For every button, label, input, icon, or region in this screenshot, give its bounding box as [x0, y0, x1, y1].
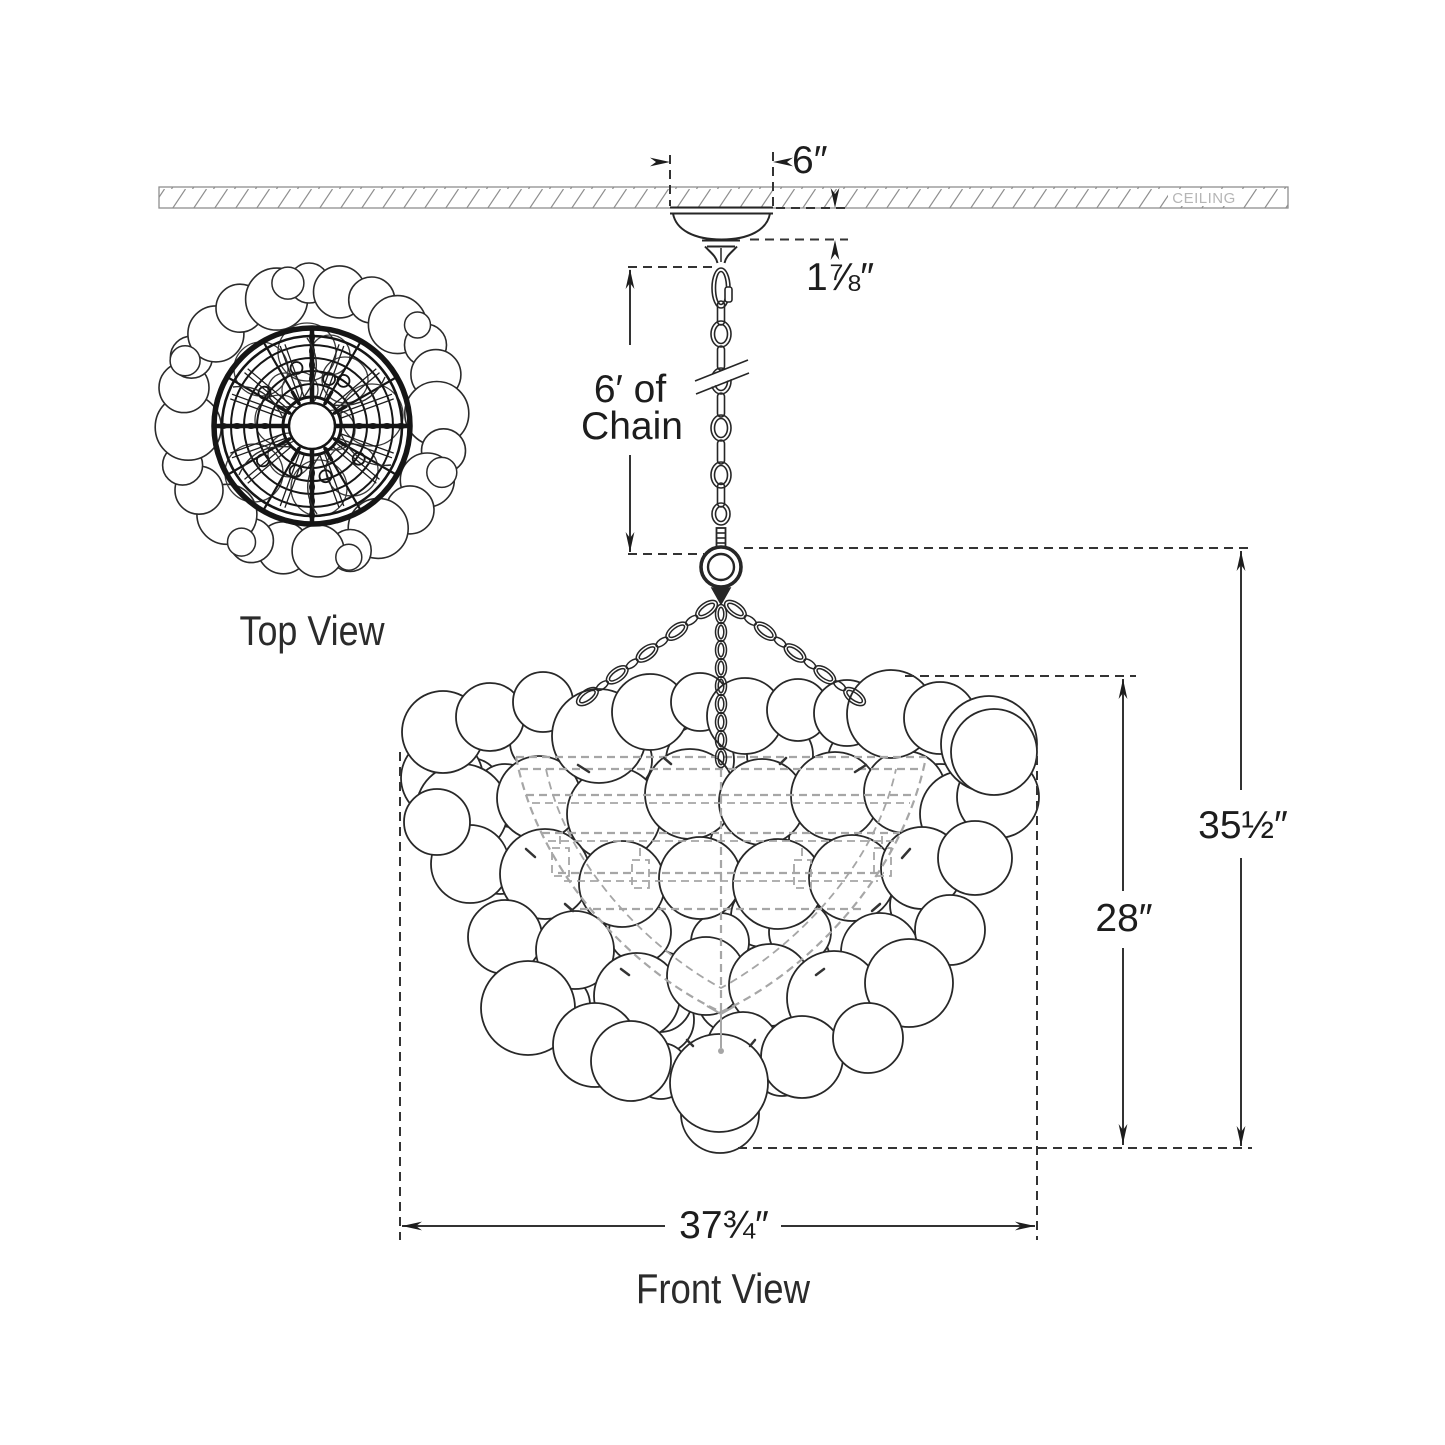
svg-text:CEILING: CEILING [1172, 190, 1236, 207]
svg-text:6″: 6″ [792, 139, 828, 182]
svg-text:35½″: 35½″ [1198, 804, 1288, 847]
svg-text:28″: 28″ [1095, 897, 1152, 940]
svg-text:1⅞″: 1⅞″ [806, 256, 874, 299]
svg-text:6′ of: 6′ of [594, 368, 667, 411]
svg-text:37¾″: 37¾″ [679, 1204, 769, 1247]
svg-text:Chain: Chain [581, 405, 683, 448]
svg-text:Front View: Front View [636, 1265, 811, 1312]
svg-text:Top View: Top View [240, 607, 386, 654]
